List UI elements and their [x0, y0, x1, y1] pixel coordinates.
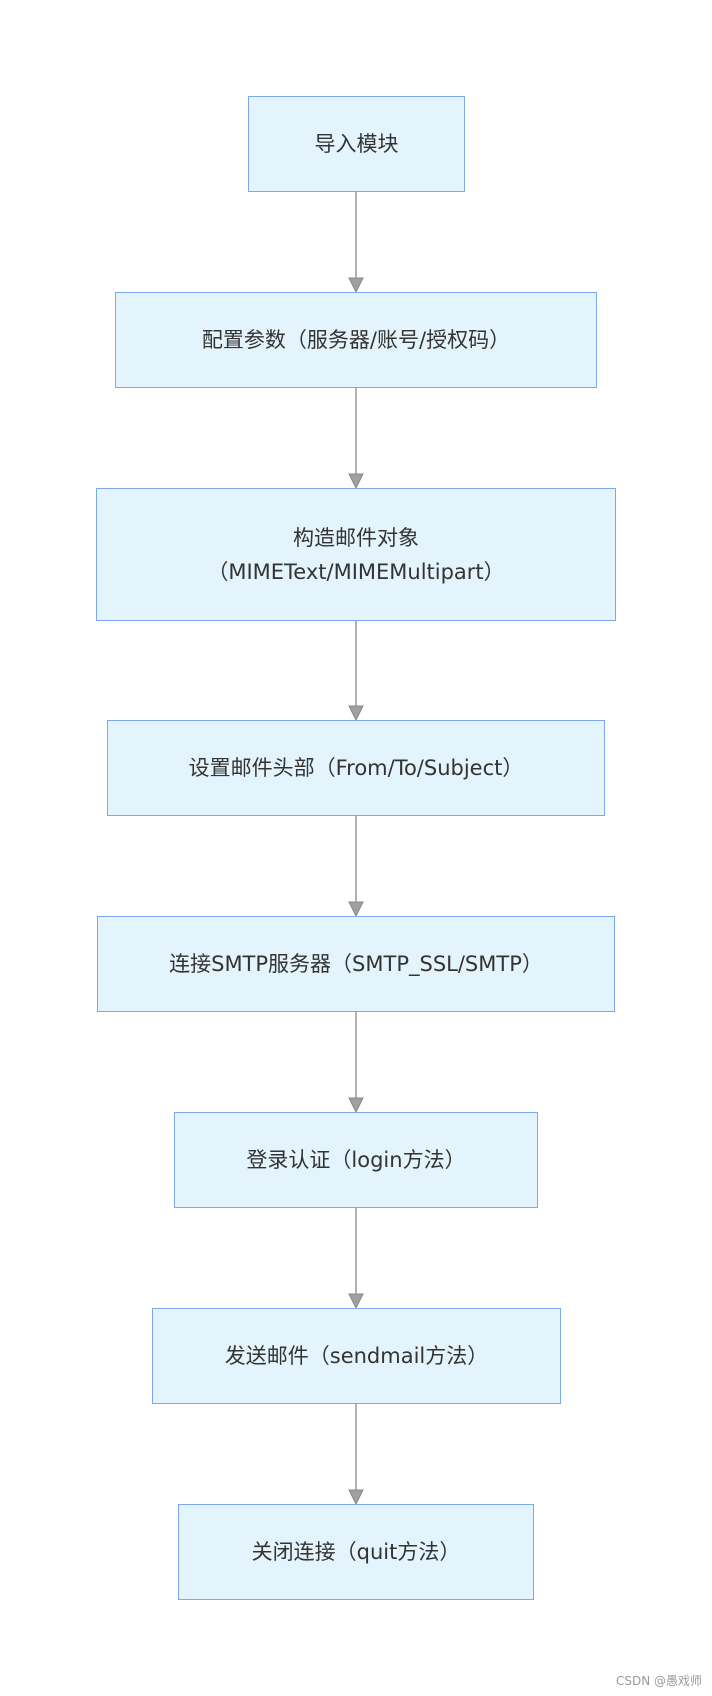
arrowhead-icon	[348, 705, 364, 722]
step-set-headers: 设置邮件头部（From/To/Subject）	[107, 720, 605, 816]
arrowhead-icon	[348, 1489, 364, 1506]
edge-4-5	[348, 816, 364, 918]
step-label: 发送邮件（sendmail方法）	[224, 1344, 489, 1368]
edge-3-4	[348, 621, 364, 722]
watermark: CSDN @愚戏师	[615, 1674, 702, 1688]
step-import-modules: 导入模块	[248, 96, 465, 192]
edge-1-2	[348, 192, 364, 294]
step-label: 设置邮件头部（From/To/Subject）	[188, 756, 524, 780]
step-login: 登录认证（login方法）	[174, 1112, 538, 1208]
arrowhead-icon	[348, 1097, 364, 1114]
step-label: 构造邮件对象	[293, 525, 419, 550]
step-label: 关闭连接（quit方法）	[251, 1540, 461, 1564]
arrowhead-icon	[348, 473, 364, 490]
step-send-mail: 发送邮件（sendmail方法）	[152, 1308, 561, 1404]
step-build-message: 构造邮件对象 （MIMEText/MIMEMultipart）	[96, 488, 616, 621]
step-label: 导入模块	[314, 132, 399, 156]
step-sublabel: （MIMEText/MIMEMultipart）	[207, 559, 505, 584]
edge-2-3	[348, 388, 364, 490]
arrowhead-icon	[348, 1293, 364, 1310]
step-connect-smtp: 连接SMTP服务器（SMTP_SSL/SMTP）	[97, 916, 615, 1012]
step-label: 登录认证（login方法）	[246, 1148, 466, 1172]
step-label: 连接SMTP服务器（SMTP_SSL/SMTP）	[169, 952, 543, 976]
edge-5-6	[348, 1012, 364, 1114]
arrowhead-icon	[348, 901, 364, 918]
edge-6-7	[348, 1208, 364, 1310]
step-label: 配置参数（服务器/账号/授权码）	[201, 328, 511, 352]
step-quit: 关闭连接（quit方法）	[178, 1504, 534, 1600]
edge-7-8	[348, 1404, 364, 1506]
step-configure-params: 配置参数（服务器/账号/授权码）	[115, 292, 597, 388]
arrowhead-icon	[348, 277, 364, 294]
